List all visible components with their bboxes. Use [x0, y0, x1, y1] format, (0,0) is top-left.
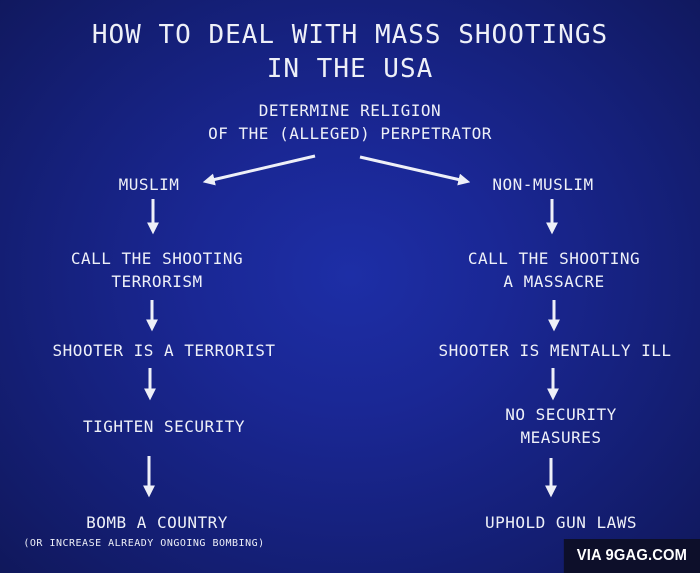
arrow-to-non-muslim-icon — [359, 155, 471, 186]
left-step-4-line-1: BOMB A COUNTRY — [86, 513, 228, 532]
right-step-2: SHOOTER IS MENTALLY ILL — [438, 339, 671, 362]
root-node-line-1: DETERMINE RELIGION — [258, 101, 442, 120]
root-node-line-2: OF THE (ALLEGED) PERPETRATOR — [208, 124, 492, 143]
left-step-3-line-1: TIGHTEN SECURITY — [82, 417, 246, 436]
left-step-3: TIGHTEN SECURITY — [83, 415, 245, 438]
left-step-4: BOMB A COUNTRY — [86, 511, 228, 534]
right-step-1-line-2: A MASSACRE — [503, 272, 605, 291]
left-step-1: CALL THE SHOOTING TERRORISM — [71, 247, 243, 293]
branch-label-muslim: MUSLIM — [118, 175, 180, 194]
right-step-3: NO SECURITY MEASURES — [505, 403, 616, 449]
page-title: HOW TO DEAL WITH MASS SHOOTINGS IN THE U… — [92, 18, 608, 86]
title-line-2: IN THE USA — [266, 54, 434, 84]
left-step-1-line-1: CALL THE SHOOTING — [70, 249, 244, 268]
right-step-4-line-1: UPHOLD GUN LAWS — [485, 513, 637, 532]
right-step-1: CALL THE SHOOTING A MASSACRE — [468, 247, 640, 293]
right-step-3-line-2: MEASURES — [520, 428, 602, 447]
left-step-4-note: (OR INCREASE ALREADY ONGOING BOMBING) — [23, 538, 265, 549]
right-step-2-line-1: SHOOTER IS MENTALLY ILL — [438, 341, 672, 360]
watermark: VIA 9GAG.COM — [563, 539, 700, 573]
title-line-1: HOW TO DEAL WITH MASS SHOOTINGS — [91, 20, 609, 50]
left-step-2: SHOOTER IS A TERRORIST — [53, 339, 276, 362]
right-step-4: UPHOLD GUN LAWS — [485, 511, 637, 534]
right-step-3-line-1: NO SECURITY — [505, 405, 617, 424]
arrow-to-muslim-icon — [202, 154, 316, 186]
right-step-1-line-1: CALL THE SHOOTING — [467, 249, 641, 268]
left-step-1-line-2: TERRORISM — [111, 272, 203, 291]
left-step-2-line-1: SHOOTER IS A TERRORIST — [52, 341, 276, 360]
root-node: DETERMINE RELIGION OF THE (ALLEGED) PERP… — [208, 99, 492, 145]
branch-label-non-muslim: NON-MUSLIM — [492, 175, 594, 194]
